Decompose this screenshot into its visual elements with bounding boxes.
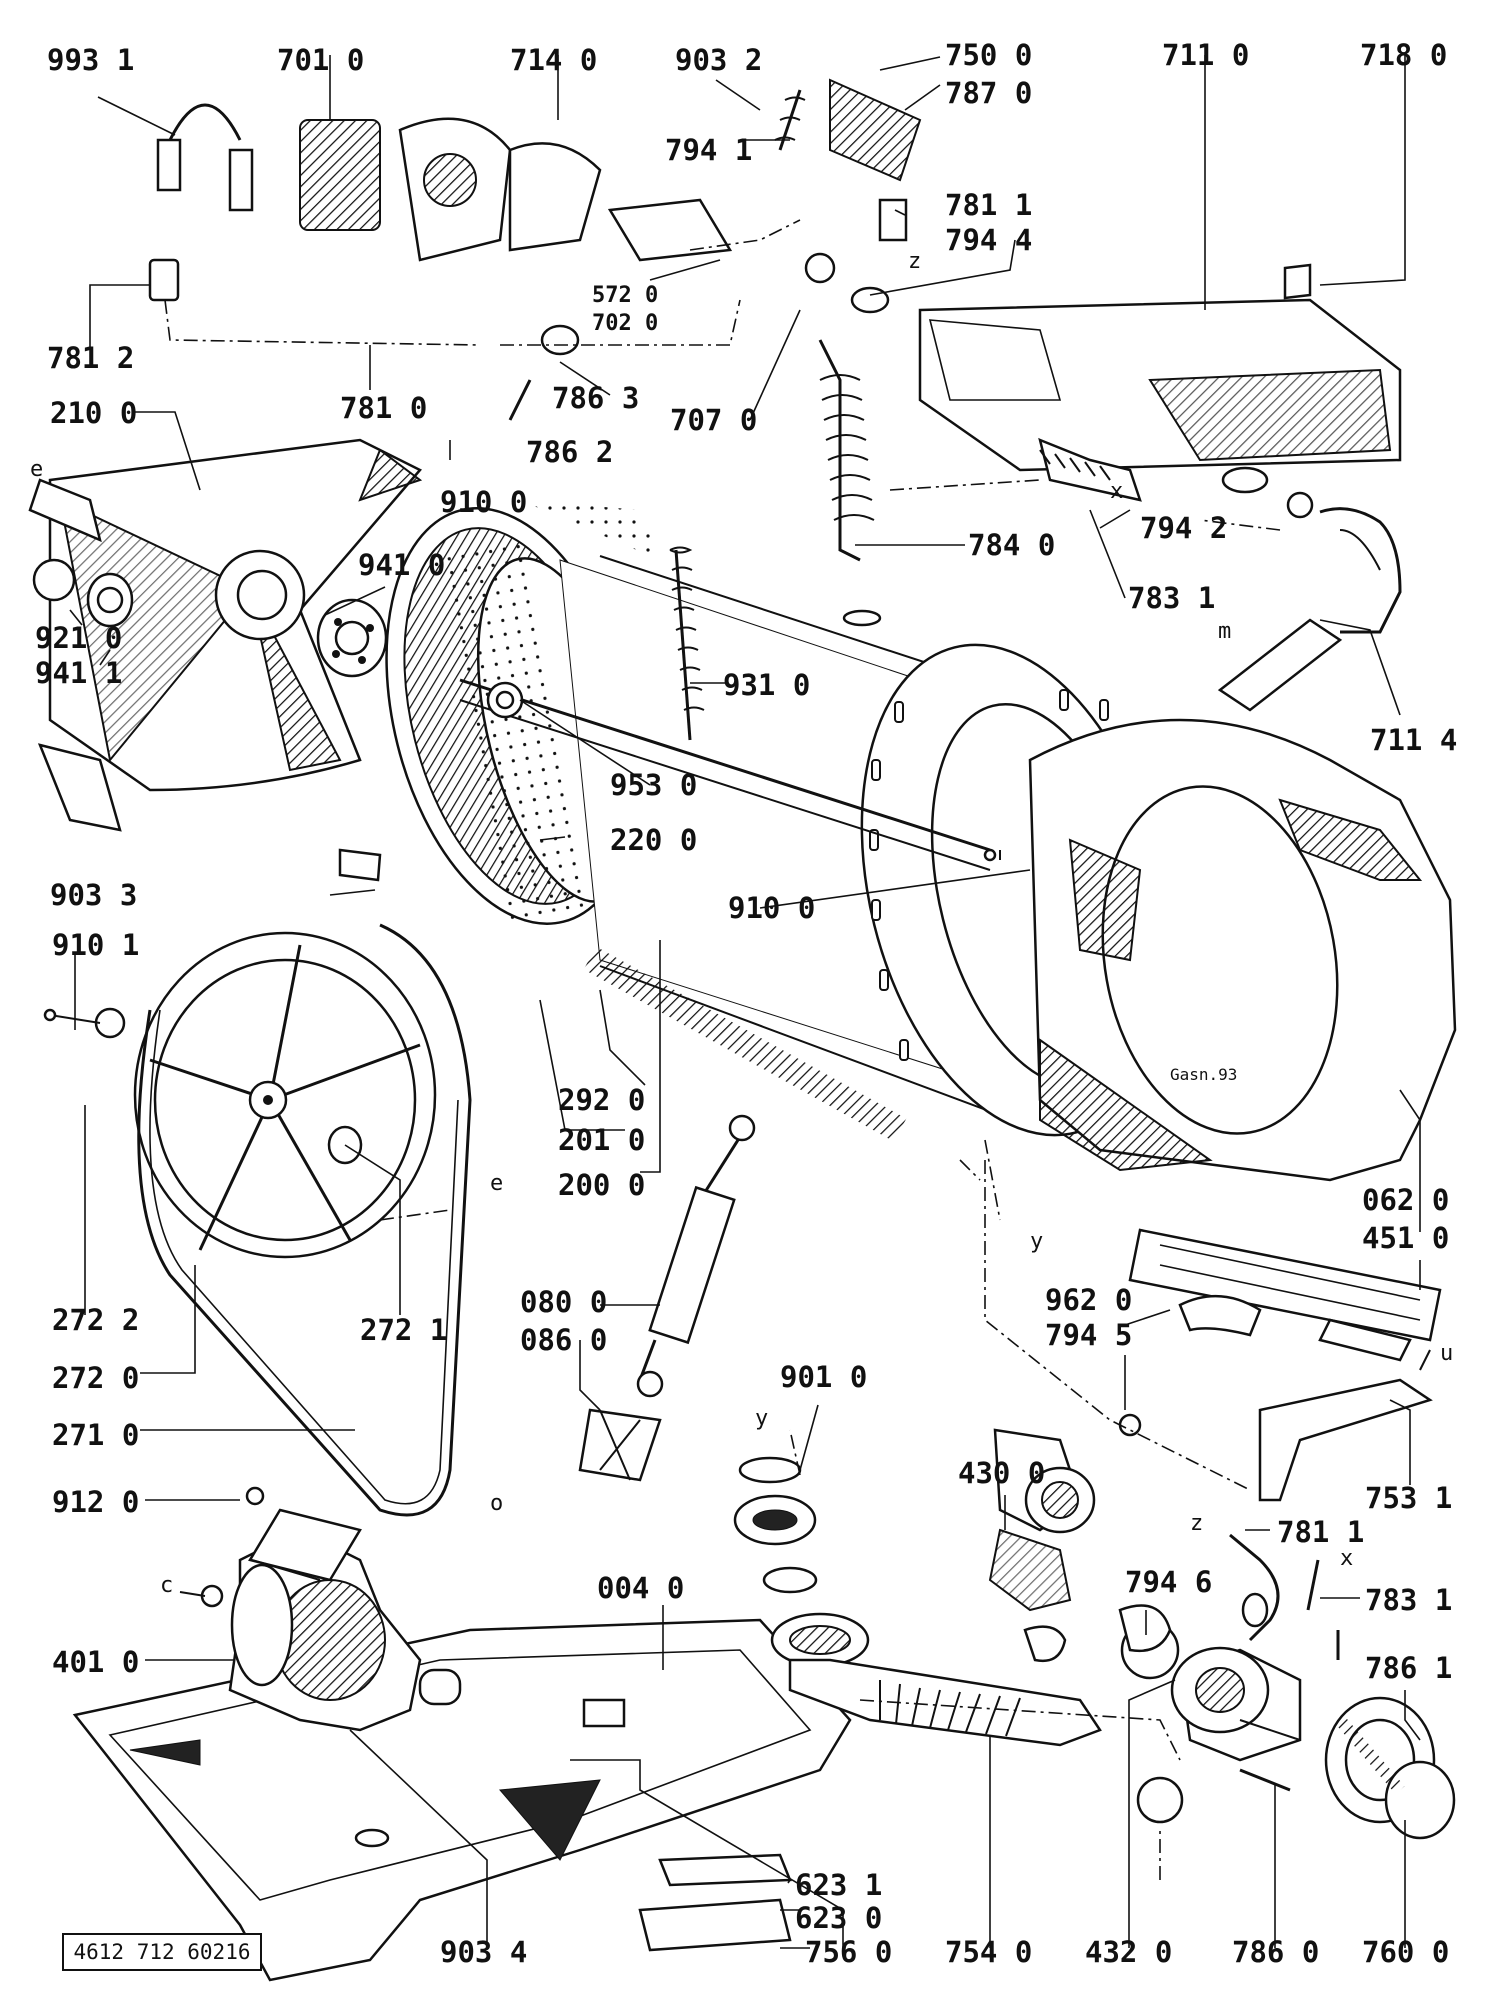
bearing-housing: e — [28, 438, 423, 832]
part-label: 962 0 — [1045, 1283, 1132, 1317]
part-label: 432 0 — [1085, 1935, 1172, 1969]
part-label: 781 1 — [945, 188, 1032, 222]
ref-letter-o: o — [490, 1491, 503, 1516]
connection-lines — [164, 219, 1281, 1880]
ref-letter-z: z — [908, 249, 921, 274]
part-label: 910 0 — [728, 891, 815, 925]
part-label: 711 0 — [1162, 38, 1249, 72]
tub-assembly: Gasn.93 — [385, 500, 1457, 1182]
small-parts — [338, 848, 1269, 1952]
part-label: 941 0 — [358, 548, 445, 582]
part-label: 953 0 — [610, 768, 697, 802]
ref-letter-e2: e — [490, 1171, 503, 1196]
part-label: 451 0 — [1362, 1221, 1449, 1255]
shock-absorber — [578, 1114, 756, 1482]
part-label: 786 3 — [552, 381, 639, 415]
part-label: 921 0 — [35, 621, 122, 655]
part-label: 750 0 — [945, 38, 1032, 72]
pulley-and-belt: e o — [43, 923, 503, 1517]
part-label: 903 2 — [675, 43, 762, 77]
ref-letter-c: c — [160, 1573, 173, 1598]
motor: c — [160, 1486, 462, 1732]
leader-lines — [69, 55, 1421, 1949]
part-label: 903 4 — [440, 1935, 527, 1969]
part-label: 718 0 — [1360, 38, 1447, 72]
part-label: 200 0 — [558, 1168, 645, 1202]
part-label: 701 0 — [277, 43, 364, 77]
part-label: 086 0 — [520, 1323, 607, 1357]
part-label: 272 2 — [52, 1303, 139, 1337]
drain-system: x y z — [733, 1406, 1456, 1840]
part-label: 787 0 — [945, 76, 1032, 110]
part-label: 781 1 — [1277, 1515, 1364, 1549]
part-label: 623 0 — [795, 1901, 882, 1935]
part-label: 753 1 — [1365, 1481, 1452, 1515]
part-label: 786 0 — [1232, 1935, 1319, 1969]
ref-letter-u: u — [1440, 1341, 1453, 1366]
part-label: 201 0 — [558, 1123, 645, 1157]
part-label: 784 0 — [968, 528, 1055, 562]
part-label: 756 0 — [805, 1935, 892, 1969]
part-label: 786 1 — [1365, 1651, 1452, 1685]
document-number-box: 4612 712 60216 — [62, 1933, 262, 1971]
part-label: 401 0 — [52, 1645, 139, 1679]
part-label: 912 0 — [52, 1485, 139, 1519]
part-label: 901 0 — [780, 1360, 867, 1394]
part-labels: 993 1 701 0 714 0 903 2 750 0 787 0 711 … — [35, 38, 1457, 1969]
ref-letter-z2: z — [1190, 1511, 1203, 1536]
heater-element: u y — [1030, 1228, 1453, 1502]
part-label: 572 0 — [592, 283, 658, 308]
part-label: 794 2 — [1140, 511, 1227, 545]
part-label: 220 0 — [610, 823, 697, 857]
part-label: 623 1 — [795, 1868, 882, 1902]
part-label: 754 0 — [945, 1935, 1032, 1969]
part-label: 910 1 — [52, 928, 139, 962]
signature-text: Gasn.93 — [1170, 1065, 1237, 1084]
part-label: 794 6 — [1125, 1565, 1212, 1599]
part-label: 272 0 — [52, 1361, 139, 1395]
ref-letter-y2: y — [755, 1406, 768, 1431]
ref-letter-m: m — [1218, 619, 1231, 644]
part-label: 271 0 — [52, 1418, 139, 1452]
part-label: 783 1 — [1128, 581, 1215, 615]
ref-letter-x2: x — [1340, 1546, 1353, 1571]
part-label: 794 1 — [665, 133, 752, 167]
part-label: 062 0 — [1362, 1183, 1449, 1217]
part-label: 781 0 — [340, 391, 427, 425]
part-label: 910 0 — [440, 485, 527, 519]
ref-letter-y: y — [1030, 1229, 1043, 1254]
part-label: 993 1 — [47, 43, 134, 77]
part-label: 781 2 — [47, 341, 134, 375]
ref-letter-x: x — [1110, 479, 1123, 504]
part-label: 931 0 — [723, 668, 810, 702]
part-label: 707 0 — [670, 403, 757, 437]
water-inlet-parts: z — [148, 78, 921, 562]
part-label: 714 0 — [510, 43, 597, 77]
detergent-dispenser: x m — [918, 263, 1402, 712]
ref-letter-e: e — [30, 457, 43, 482]
part-label: 794 4 — [945, 223, 1032, 257]
part-label: 080 0 — [520, 1285, 607, 1319]
part-label: 702 0 — [592, 311, 658, 336]
part-label: 794 5 — [1045, 1318, 1132, 1352]
part-label: 760 0 — [1362, 1935, 1449, 1969]
part-label: 783 1 — [1365, 1583, 1452, 1617]
part-label: 210 0 — [50, 396, 137, 430]
part-label: 941 1 — [35, 656, 122, 690]
part-label: 903 3 — [50, 878, 137, 912]
part-label: 292 0 — [558, 1083, 645, 1117]
part-label: 272 1 — [360, 1313, 447, 1347]
part-label: 004 0 — [597, 1571, 684, 1605]
part-label: 711 4 — [1370, 723, 1457, 757]
part-label: 430 0 — [958, 1456, 1045, 1490]
part-label: 786 2 — [526, 435, 613, 469]
